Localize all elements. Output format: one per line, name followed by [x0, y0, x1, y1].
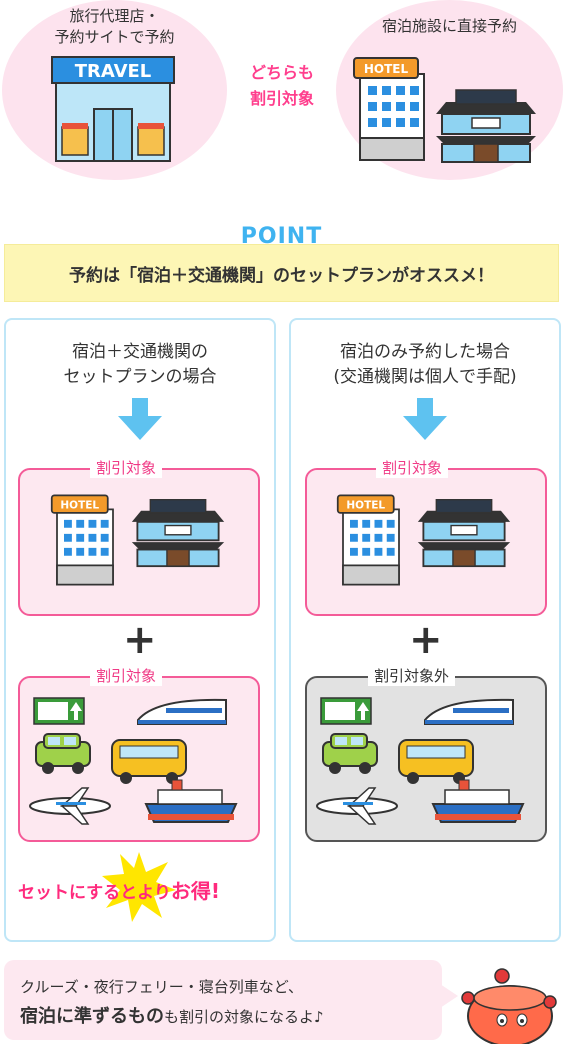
- ryokan-icon: [131, 499, 225, 568]
- hotel-sign-text: HOTEL: [364, 62, 409, 76]
- note-line-1: クルーズ・夜行フェリー・寝台列車など、: [20, 978, 304, 996]
- down-arrow-icon: [403, 398, 447, 440]
- travel-agency-building-icon: TRAVEL: [51, 56, 175, 162]
- left-transport-discount-label: 割引対象: [90, 666, 163, 686]
- note-bubble: クルーズ・夜行フェリー・寝台列車など、 宿泊に準ずるものも割引の対象になるよ♪: [4, 960, 442, 1040]
- right-transport-no-discount-label: 割引対象外: [368, 666, 456, 686]
- ryokan-icon: [417, 499, 511, 568]
- transport-icons: [316, 697, 525, 825]
- point-banner-text: 予約は「宿泊＋交通機関」のセットプランがオススメ！: [69, 265, 494, 286]
- travel-sign-text: TRAVEL: [75, 61, 152, 82]
- otoku-text: セットにするとよりお得!: [18, 879, 220, 903]
- road-sign-icon: [320, 697, 372, 725]
- starburst-icon: [102, 852, 176, 922]
- bus-icon: [398, 739, 474, 784]
- cruise-ship-icon: [431, 779, 525, 823]
- point-banner: 予約は「宿泊＋交通機関」のセットプランがオススメ！: [4, 244, 559, 302]
- bus-icon: [111, 739, 187, 784]
- hotel-sign-text: HOTEL: [60, 500, 99, 512]
- set-plan-title: 宿泊＋交通機関の セットプランの場合: [63, 342, 217, 387]
- mascot-icon: [461, 968, 557, 1044]
- transport-icons: [29, 697, 238, 825]
- bullet-train-icon: [424, 698, 514, 725]
- cruise-ship-icon: [144, 779, 238, 823]
- car-icon: [35, 733, 91, 774]
- hotel-icon: HOTEL: [353, 57, 425, 161]
- lodging-only-title: 宿泊のみ予約した場合 (交通機関は個人で手配): [333, 342, 517, 387]
- direct-label: 宿泊施設に直接予約: [381, 17, 517, 35]
- down-arrow-icon: [118, 398, 162, 440]
- agency-label: 旅行代理店・ 予約サイトで予約: [54, 7, 175, 46]
- note-line-2: 宿泊に準ずるものも割引の対象になるよ♪: [20, 1006, 324, 1027]
- road-sign-icon: [33, 697, 85, 725]
- right-lodging-discount-label: 割引対象: [376, 458, 449, 478]
- bullet-train-icon: [137, 698, 227, 725]
- airplane-icon: [316, 787, 398, 825]
- car-icon: [322, 733, 378, 774]
- hotel-icon: HOTEL: [50, 494, 114, 586]
- speech-tail-icon: [440, 984, 458, 1008]
- plus-icon: +: [123, 617, 157, 663]
- hotel-icon: HOTEL: [336, 494, 400, 586]
- hotel-sign-text: HOTEL: [346, 500, 385, 512]
- ryokan-icon: [436, 89, 536, 163]
- both-discount-label: どちらも 割引対象: [249, 63, 314, 108]
- airplane-icon: [29, 787, 111, 825]
- plus-icon: +: [409, 617, 443, 663]
- left-lodging-discount-label: 割引対象: [90, 458, 163, 478]
